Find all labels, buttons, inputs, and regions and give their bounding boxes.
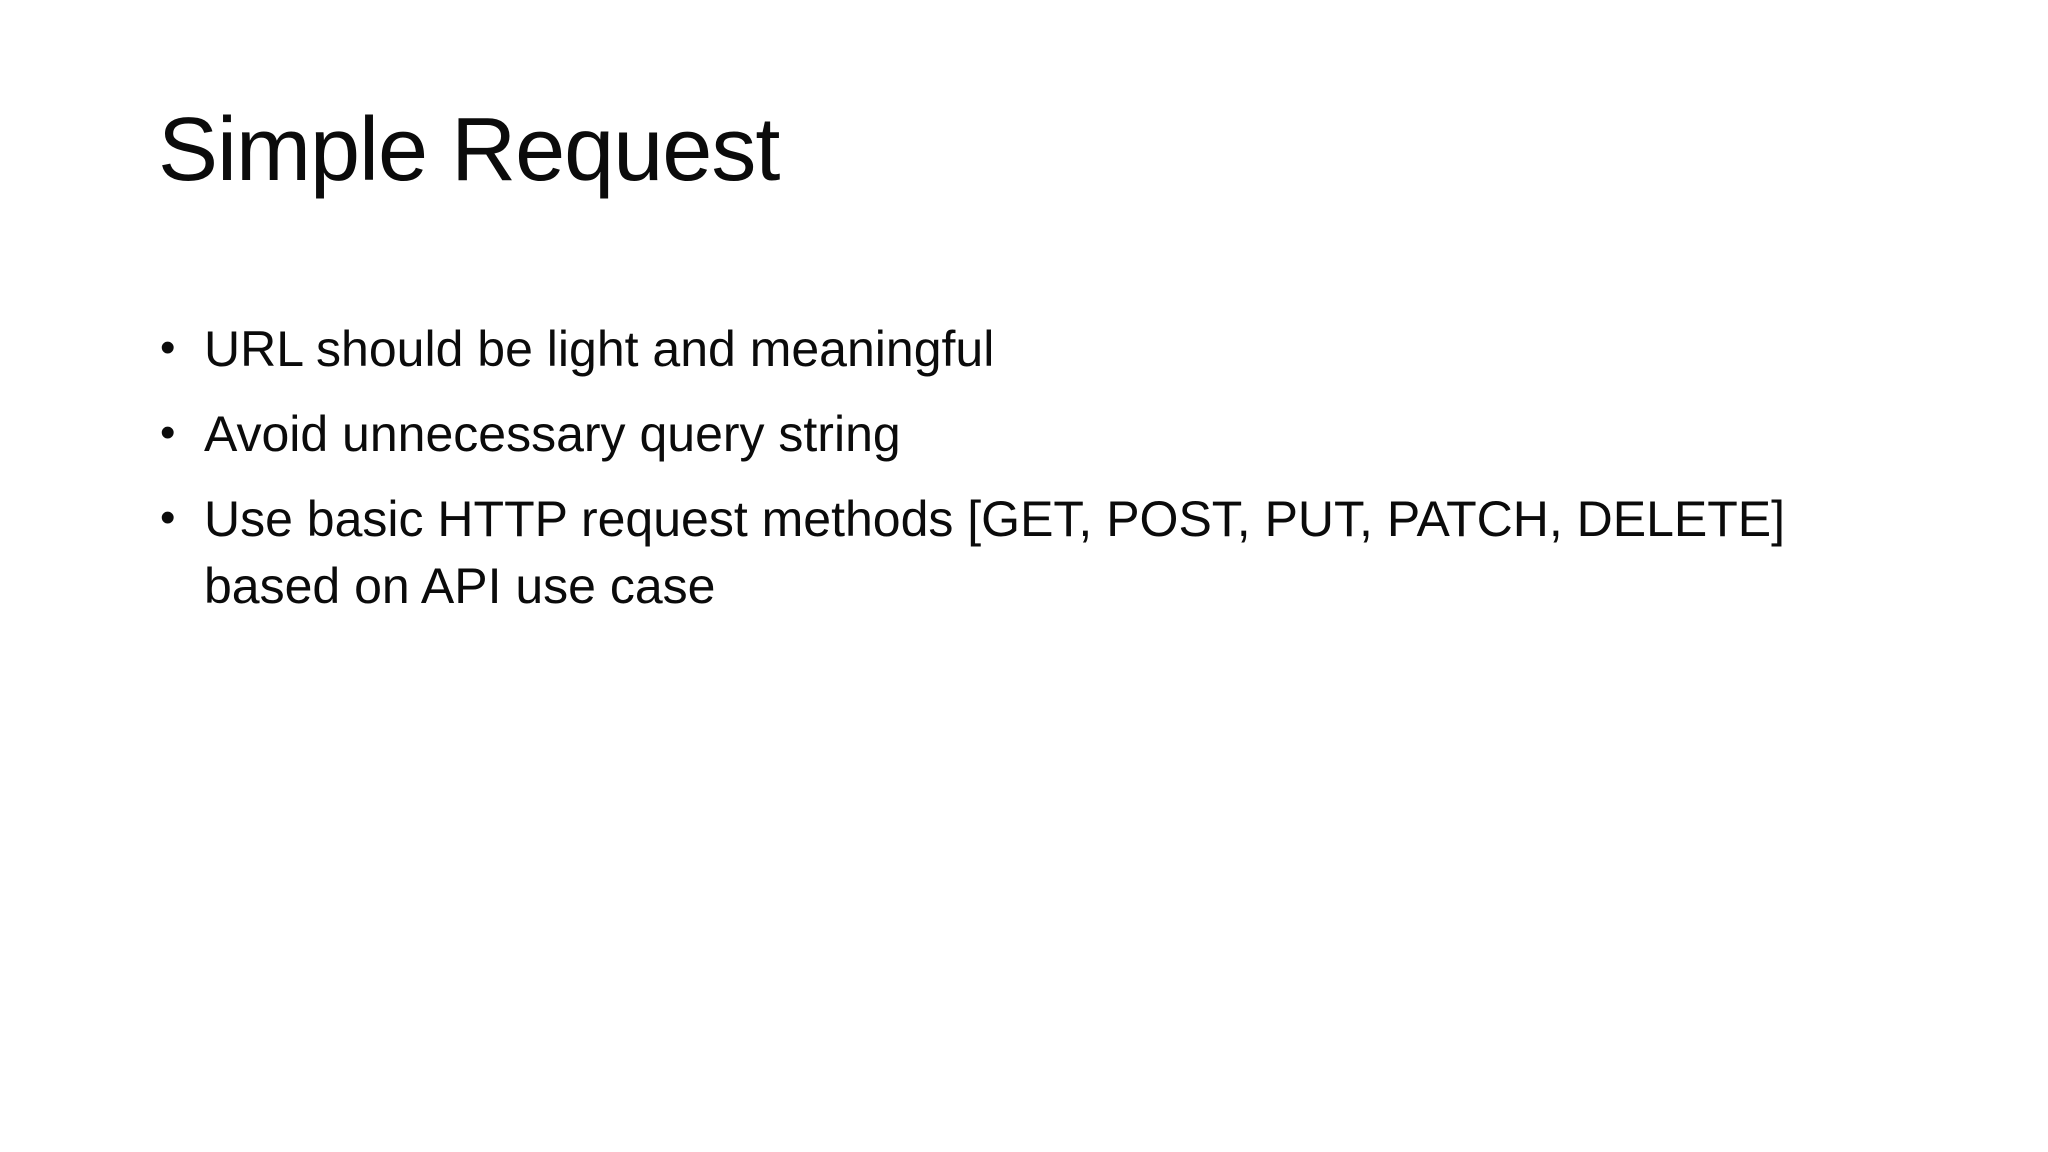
bullet-list: • URL should be light and meaningful • A…: [160, 316, 1810, 638]
bullet-icon: •: [160, 323, 176, 372]
list-item: • Use basic HTTP request methods [GET, P…: [160, 486, 1810, 620]
bullet-text: Use basic HTTP request methods [GET, POS…: [204, 491, 1786, 614]
slide-title: Simple Request: [158, 100, 780, 200]
bullet-icon: •: [160, 408, 176, 457]
bullet-icon: •: [160, 493, 176, 542]
bullet-text: Avoid unnecessary query string: [204, 406, 901, 462]
list-item: • Avoid unnecessary query string: [160, 401, 1810, 468]
list-item: • URL should be light and meaningful: [160, 316, 1810, 383]
bullet-text: URL should be light and meaningful: [204, 321, 995, 377]
